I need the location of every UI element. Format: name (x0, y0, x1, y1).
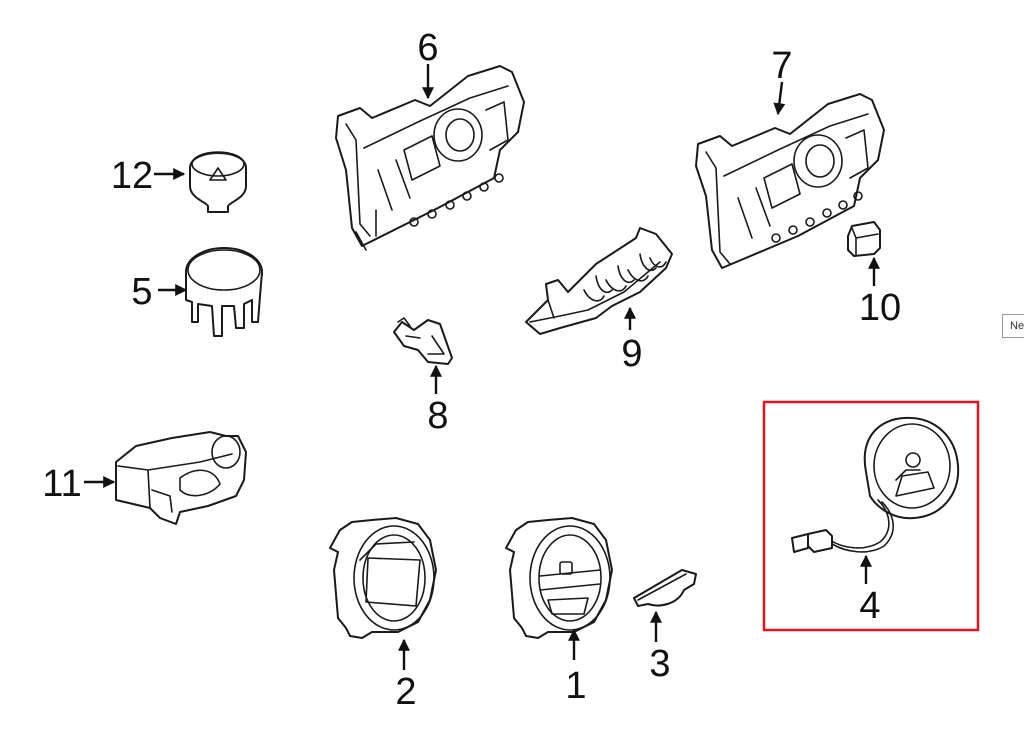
callout-10: 10 (859, 287, 901, 329)
part-11-motor-block[interactable] (115, 431, 247, 525)
part-10-button[interactable] (847, 221, 881, 257)
part-1-trim-ring[interactable] (505, 517, 613, 639)
part-6-control-panel[interactable] (335, 65, 525, 251)
part-2-trim-ring[interactable] (329, 517, 437, 639)
part-9-trim-bracket[interactable] (525, 227, 673, 335)
callout-6: 6 (417, 27, 438, 69)
callout-5: 5 (131, 271, 152, 313)
part-3-clip[interactable] (633, 569, 697, 607)
callout-12: 12 (111, 155, 153, 197)
callout-4: 4 (859, 585, 880, 627)
part-5-knob-body[interactable] (185, 247, 263, 337)
callout-9: 9 (621, 333, 642, 375)
part-8-sensor[interactable] (393, 317, 453, 365)
callout-3: 3 (649, 643, 670, 685)
callout-8: 8 (427, 395, 448, 437)
leader-arrow-7 (773, 81, 786, 116)
side-tab[interactable]: Ne (1002, 314, 1024, 338)
part-7-control-panel[interactable] (695, 93, 885, 269)
callout-1: 1 (565, 665, 586, 707)
callout-11: 11 (42, 463, 81, 505)
highlight-frame (762, 400, 980, 632)
part-4-clock-spring[interactable] (791, 416, 960, 553)
part-12-knob-cap[interactable] (189, 151, 247, 213)
callout-7: 7 (771, 45, 792, 87)
callout-2: 2 (395, 671, 416, 713)
